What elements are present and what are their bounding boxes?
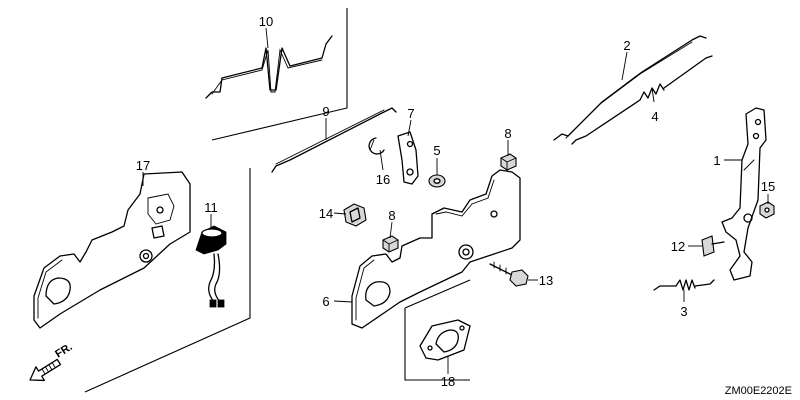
part-8-nut-bottom [382, 235, 399, 253]
part-14-clamp [343, 203, 367, 227]
label-part-9: 9 [322, 104, 329, 119]
part-9-rod [271, 107, 397, 173]
part-7-lever [397, 131, 419, 185]
part-17-plate [33, 171, 191, 329]
part-1-arm [721, 107, 767, 281]
part-8-nut-top [500, 153, 517, 171]
part-5-washer [428, 174, 446, 188]
leader-lines [142, 27, 769, 374]
drawing-code: ZM00E2202E [725, 385, 792, 397]
part-3-spring [653, 279, 715, 291]
part-15-nut [759, 201, 775, 219]
label-part-5: 5 [433, 143, 440, 158]
label-part-8-bottom: 8 [388, 208, 395, 223]
front-arrow: FR. [29, 341, 75, 382]
frame-lines [84, 8, 471, 393]
label-part-12: 12 [671, 239, 685, 254]
front-direction-label: FR. [53, 341, 74, 361]
label-part-8-top: 8 [504, 126, 511, 141]
label-part-17: 17 [136, 158, 150, 173]
label-part-6: 6 [322, 294, 329, 309]
part-2-rod [553, 35, 707, 141]
part-labels: 10 9 16 7 5 8 8 14 6 13 18 17 11 2 4 1 1… [136, 14, 775, 389]
part-11-switch [195, 225, 227, 308]
label-part-2: 2 [623, 38, 630, 53]
part-18-gasket [419, 319, 471, 361]
part-4-spring [571, 55, 713, 145]
label-part-14: 14 [319, 206, 333, 221]
label-part-11: 11 [204, 200, 218, 215]
label-part-15: 15 [761, 179, 775, 194]
part-13-bolt [489, 261, 529, 287]
part-12-bolt [701, 235, 725, 257]
label-part-3: 3 [680, 304, 687, 319]
label-part-13: 13 [539, 273, 553, 288]
label-part-18: 18 [441, 374, 455, 389]
label-part-10: 10 [259, 14, 273, 29]
label-part-1: 1 [713, 153, 720, 168]
label-part-4: 4 [651, 109, 658, 124]
label-part-7: 7 [407, 106, 414, 121]
label-part-16: 16 [376, 172, 390, 187]
part-10-wire [205, 35, 333, 99]
part-16-clip [368, 137, 385, 155]
part-6-plate [351, 169, 521, 329]
